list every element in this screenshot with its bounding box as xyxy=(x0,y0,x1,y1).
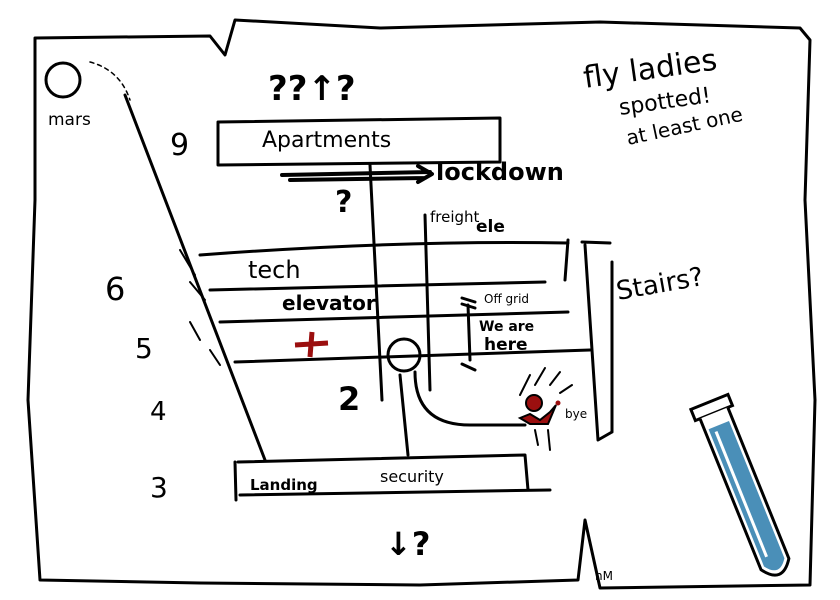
stairs-label: Stairs? xyxy=(614,262,706,307)
mars-label: mars xyxy=(48,110,91,130)
creature-drawing xyxy=(517,367,573,451)
lockdown-label: lockdown xyxy=(436,158,564,186)
corner-mark: nM xyxy=(595,569,613,583)
floor-5: 5 xyxy=(135,332,153,365)
floor-6: 6 xyxy=(105,270,125,308)
floor-lines xyxy=(198,238,592,364)
shaft-question: ? xyxy=(335,185,352,220)
apartments-label: Apartments xyxy=(262,128,391,153)
freight-label: freight xyxy=(430,208,480,226)
here-label: here xyxy=(484,335,528,355)
elevator-car xyxy=(386,337,422,373)
apartments-box xyxy=(216,116,502,167)
off-grid-marker xyxy=(460,296,477,372)
mars-trajectory xyxy=(89,61,131,101)
lockdown-arrow xyxy=(280,164,434,184)
floor-4: 4 xyxy=(150,397,167,427)
medical-cross xyxy=(294,331,329,358)
security-label: security xyxy=(380,467,444,486)
landing-label: Landing xyxy=(250,476,318,494)
down-question: ↓? xyxy=(385,525,430,563)
elevator-shaft xyxy=(368,163,410,457)
mars-circle xyxy=(44,61,82,99)
paper-outline xyxy=(26,18,817,590)
title-question-marks: ??↑? xyxy=(268,69,356,109)
floor-ticks xyxy=(179,249,221,366)
elevator-label: elevator xyxy=(282,291,376,315)
test-tube-icon xyxy=(688,392,791,577)
bye-label: bye xyxy=(565,407,587,421)
descent-line xyxy=(123,93,267,462)
floor-3: 3 xyxy=(150,471,168,504)
freight-shaft xyxy=(423,213,432,392)
tech-label: tech xyxy=(248,256,301,284)
floor-9: 9 xyxy=(170,128,189,163)
landing-box xyxy=(233,453,552,502)
stairs-outline xyxy=(580,240,614,442)
off-grid-label: Off grid xyxy=(484,292,529,306)
we-are-label: We are xyxy=(479,319,534,335)
freight-ele-label: ele xyxy=(476,217,505,237)
floor-2: 2 xyxy=(338,380,360,418)
pipe-curve xyxy=(413,370,527,427)
